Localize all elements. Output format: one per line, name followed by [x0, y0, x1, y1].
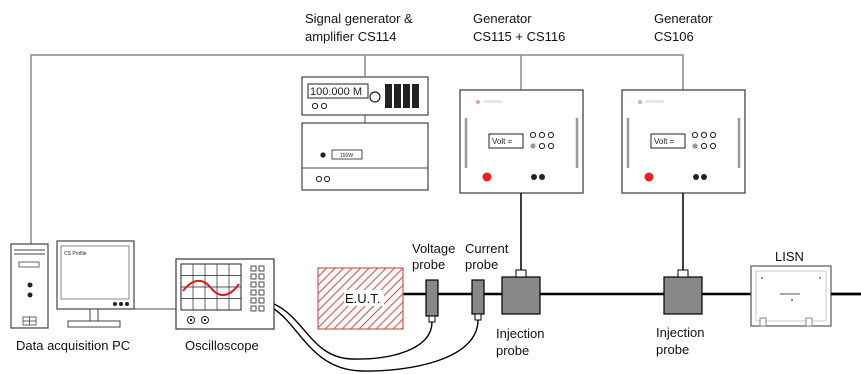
current-probe: [471, 279, 485, 321]
gen106-label-line1: Generator: [654, 11, 713, 26]
injection-probe-2: [663, 269, 703, 315]
lisn-label: LISN: [775, 249, 804, 264]
injection-probe-2-label-line1: Injection: [656, 325, 704, 340]
signal-generator-label-line2: amplifier CS114: [305, 29, 397, 44]
signal-generator-display: 100.000 M: [310, 86, 362, 98]
pc-screen-text: CS Profile: [64, 251, 87, 257]
data-acquisition-pc: CS Profile: [10, 240, 135, 329]
gen106-indicator-light: [644, 172, 654, 182]
pc-label: Data acquisition PC: [16, 338, 130, 353]
gen106-label-line2: CS106: [654, 29, 694, 44]
probe-cables: [273, 303, 479, 372]
scope-trace: [182, 279, 240, 296]
gen115-indicator-light: [482, 172, 492, 182]
current-probe-label-line2: probe: [465, 257, 498, 272]
voltage-probe-label-line2: probe: [412, 257, 445, 272]
gen115-display: Volt =: [492, 137, 513, 146]
voltage-probe: [425, 279, 439, 323]
signal-generator-label-line1: Signal generator &: [305, 11, 413, 26]
eut-label: E.U.T.: [345, 291, 380, 306]
generator-cables: [520, 193, 684, 270]
oscilloscope: [175, 258, 275, 330]
signal-generator: 100.000 M: [301, 76, 429, 116]
voltage-probe-label-line1: Voltage: [412, 241, 455, 256]
amplifier: 150W: [301, 122, 429, 191]
eut: E.U.T.: [317, 267, 404, 330]
oscilloscope-label: Oscilloscope: [185, 338, 259, 353]
signal-generator-keypad: [385, 84, 419, 108]
gen106-display: Volt =: [654, 137, 675, 146]
gen115-label-line1: Generator: [473, 11, 532, 26]
generator-cs115-cs116: Volt =: [459, 89, 584, 194]
amplifier-display: 150W: [340, 153, 353, 159]
scope-buttons: [250, 265, 265, 312]
injection-probe-1-label-line1: Injection: [496, 326, 544, 341]
generator-cs106: Volt =: [621, 89, 746, 194]
current-probe-label-line1: Current: [465, 241, 509, 256]
gen115-label-line2: CS115 + CS116: [473, 29, 565, 44]
injection-probe-1: [501, 269, 541, 315]
lisn: [750, 265, 832, 327]
injection-probe-1-label-line2: probe: [496, 343, 529, 358]
injection-probe-2-label-line2: probe: [656, 342, 689, 357]
